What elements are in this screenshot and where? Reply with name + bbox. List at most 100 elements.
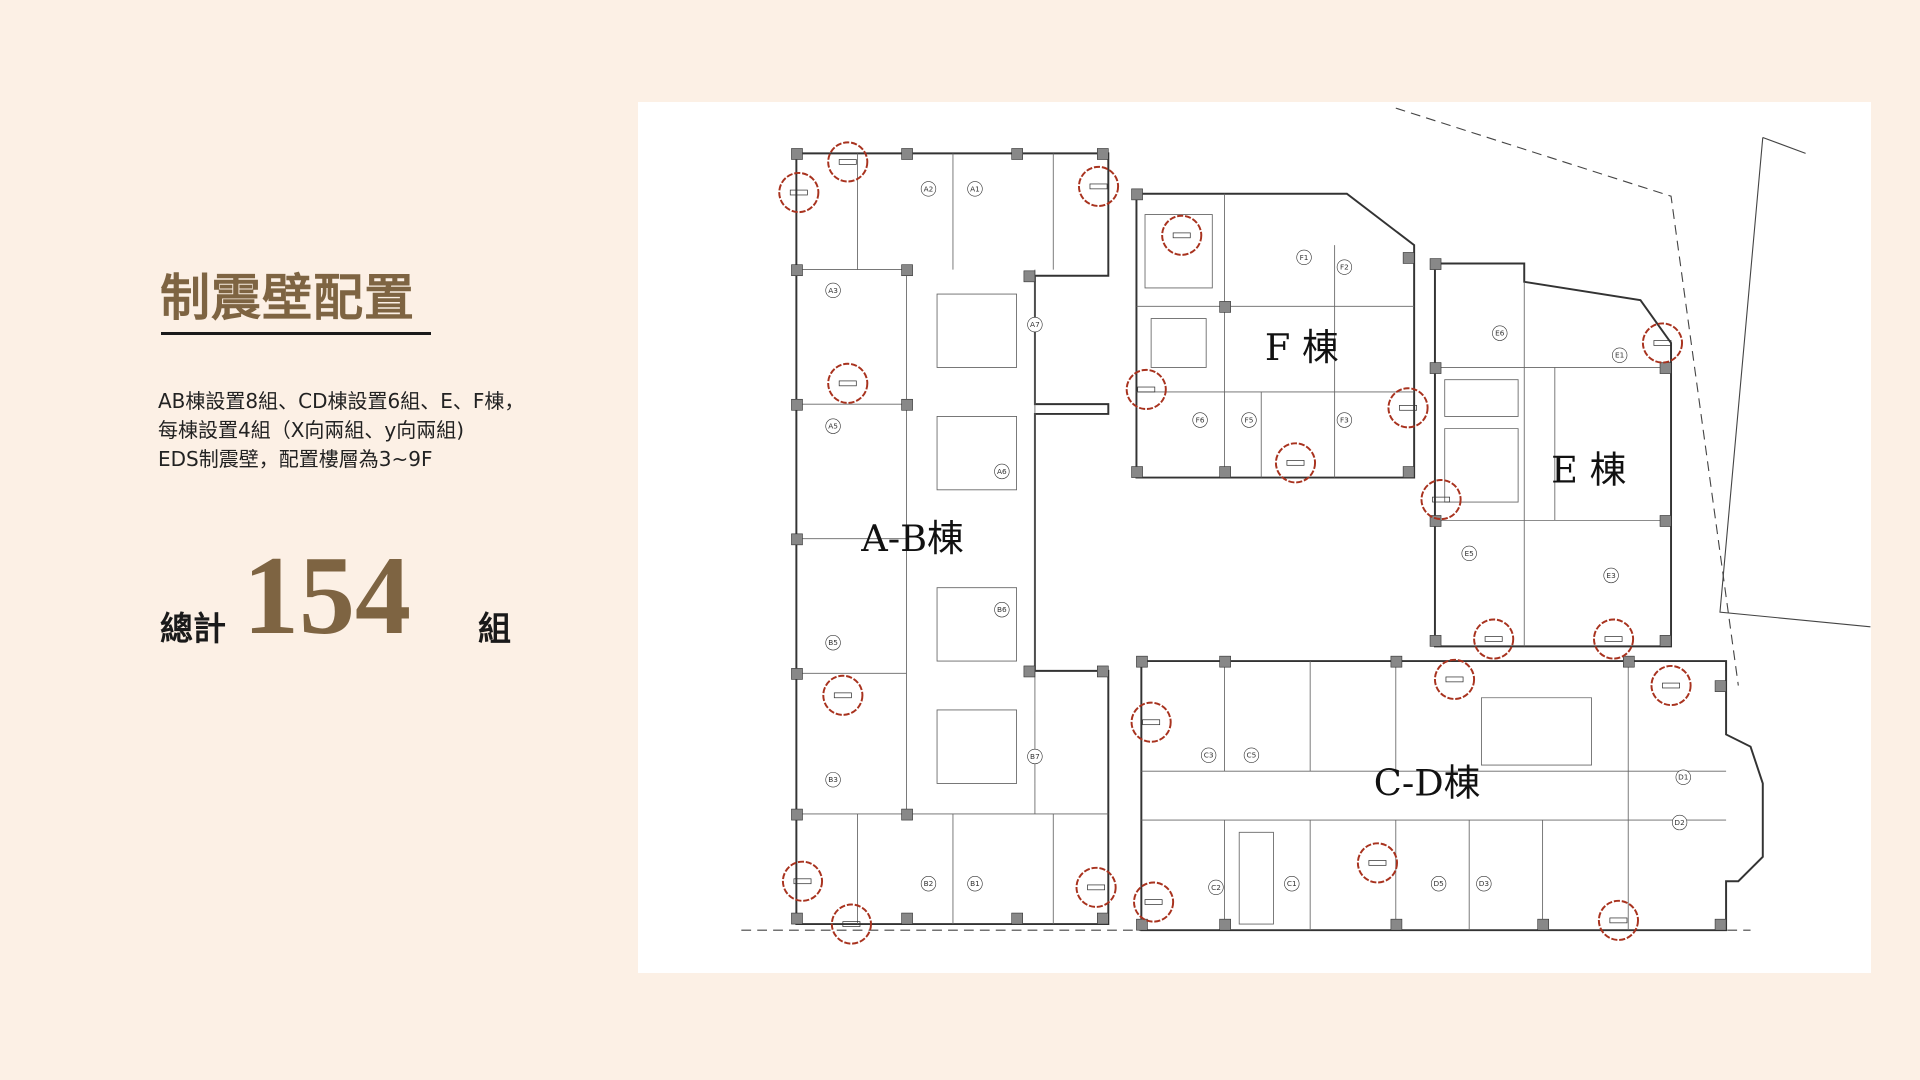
svg-text:F3: F3	[1340, 416, 1349, 425]
building-label-f: F 棟	[1265, 326, 1339, 369]
svg-text:B7: B7	[1030, 752, 1040, 761]
column	[1023, 270, 1036, 283]
svg-text:E1: E1	[1615, 351, 1624, 360]
total-unit: 組	[478, 609, 511, 648]
svg-text:A3: A3	[828, 286, 838, 295]
unit-label-B7: B7	[1027, 748, 1043, 765]
unit-label-F5: F5	[1241, 412, 1257, 428]
column	[1429, 635, 1442, 647]
column	[901, 264, 913, 277]
damper-wall	[838, 380, 857, 387]
column	[1659, 635, 1672, 647]
damper-wall-marker	[830, 903, 872, 945]
svg-text:F2: F2	[1340, 263, 1349, 272]
damper-wall	[1399, 405, 1417, 411]
svg-text:D3: D3	[1479, 879, 1490, 888]
column	[1429, 258, 1442, 270]
building-label-cd: C-D棟	[1374, 762, 1481, 805]
unit-label-A7: A7	[1027, 316, 1043, 333]
damper-wall	[1286, 460, 1305, 466]
damper-wall-marker	[1161, 214, 1203, 256]
damper-wall-marker	[1650, 664, 1692, 707]
unit-label-F6: F6	[1192, 412, 1208, 428]
column	[791, 533, 803, 546]
column	[1011, 912, 1023, 925]
column	[1219, 655, 1231, 668]
column	[901, 398, 913, 411]
column	[1714, 680, 1727, 692]
damper-wall-marker	[1597, 899, 1639, 941]
damper-wall	[1609, 917, 1628, 924]
damper-wall	[1144, 899, 1163, 905]
column	[1390, 655, 1403, 668]
column	[1096, 148, 1109, 160]
svg-text:E5: E5	[1465, 549, 1475, 558]
damper-markers	[778, 141, 1692, 945]
damper-wall	[1662, 682, 1680, 689]
damper-wall	[842, 921, 861, 927]
svg-text:C1: C1	[1287, 879, 1297, 888]
column	[1131, 466, 1143, 478]
damper-wall-marker	[781, 860, 824, 902]
svg-text:D5: D5	[1433, 879, 1444, 888]
description-line: AB棟設置8組、CD棟設置6組、E、F棟，	[158, 389, 525, 413]
column	[1623, 655, 1635, 668]
svg-text:C5: C5	[1247, 751, 1257, 760]
damper-wall	[838, 159, 857, 165]
column	[1219, 466, 1231, 478]
unit-label-B2: B2	[920, 876, 937, 892]
svg-text:D1: D1	[1678, 773, 1688, 782]
column	[1537, 918, 1550, 931]
column	[901, 808, 913, 821]
svg-text:A2: A2	[924, 184, 934, 193]
column	[791, 668, 803, 680]
column	[1402, 252, 1415, 264]
damper-wall-marker	[1077, 165, 1120, 207]
svg-text:F6: F6	[1196, 416, 1205, 425]
column	[1096, 665, 1109, 678]
unit-label-F3: F3	[1336, 412, 1353, 428]
damper-wall	[1368, 860, 1387, 866]
damper-wall-marker	[1473, 618, 1515, 660]
damper-wall	[1089, 183, 1108, 190]
building-e	[1433, 262, 1673, 648]
column	[1219, 301, 1231, 313]
damper-wall-marker	[1420, 479, 1462, 521]
description: AB棟設置8組、CD棟設置6組、E、F棟， 每棟設置4組（X向兩組、y向兩組) …	[158, 387, 524, 474]
svg-text:B1: B1	[970, 879, 980, 888]
damper-wall-marker	[1592, 618, 1635, 660]
column	[1136, 918, 1148, 931]
unit-label-D5: D5	[1430, 876, 1447, 892]
svg-text:A1: A1	[970, 184, 980, 193]
damper-wall-marker	[827, 362, 869, 404]
svg-text:B6: B6	[997, 605, 1007, 614]
svg-text:D2: D2	[1674, 818, 1684, 827]
column	[1429, 515, 1442, 527]
building-label-ab: A-B棟	[860, 517, 964, 560]
damper-wall-marker	[778, 171, 820, 214]
unit-label-C2: C2	[1208, 879, 1224, 896]
column	[1136, 655, 1148, 668]
column	[1131, 188, 1143, 201]
unit-label-D1: D1	[1675, 769, 1691, 785]
description-line: 每棟設置4組（X向兩組、y向兩組)	[158, 418, 465, 442]
unit-label-A6: A6	[994, 463, 1010, 480]
svg-text:A6: A6	[997, 467, 1007, 476]
site-boundary-line	[1395, 107, 1739, 686]
building-label-e: E 棟	[1551, 448, 1626, 491]
column	[901, 148, 913, 160]
damper-wall	[833, 692, 852, 699]
damper-wall-marker	[1130, 701, 1172, 743]
svg-text:B3: B3	[828, 775, 838, 784]
unit-label-D3: D3	[1476, 876, 1492, 892]
column	[791, 264, 803, 277]
damper-wall-marker	[1387, 387, 1429, 429]
column	[1659, 515, 1672, 527]
damper-wall-marker	[1125, 368, 1167, 411]
unit-label-A5: A5	[825, 418, 841, 434]
column	[1219, 918, 1231, 931]
building-cd	[1140, 660, 1764, 932]
